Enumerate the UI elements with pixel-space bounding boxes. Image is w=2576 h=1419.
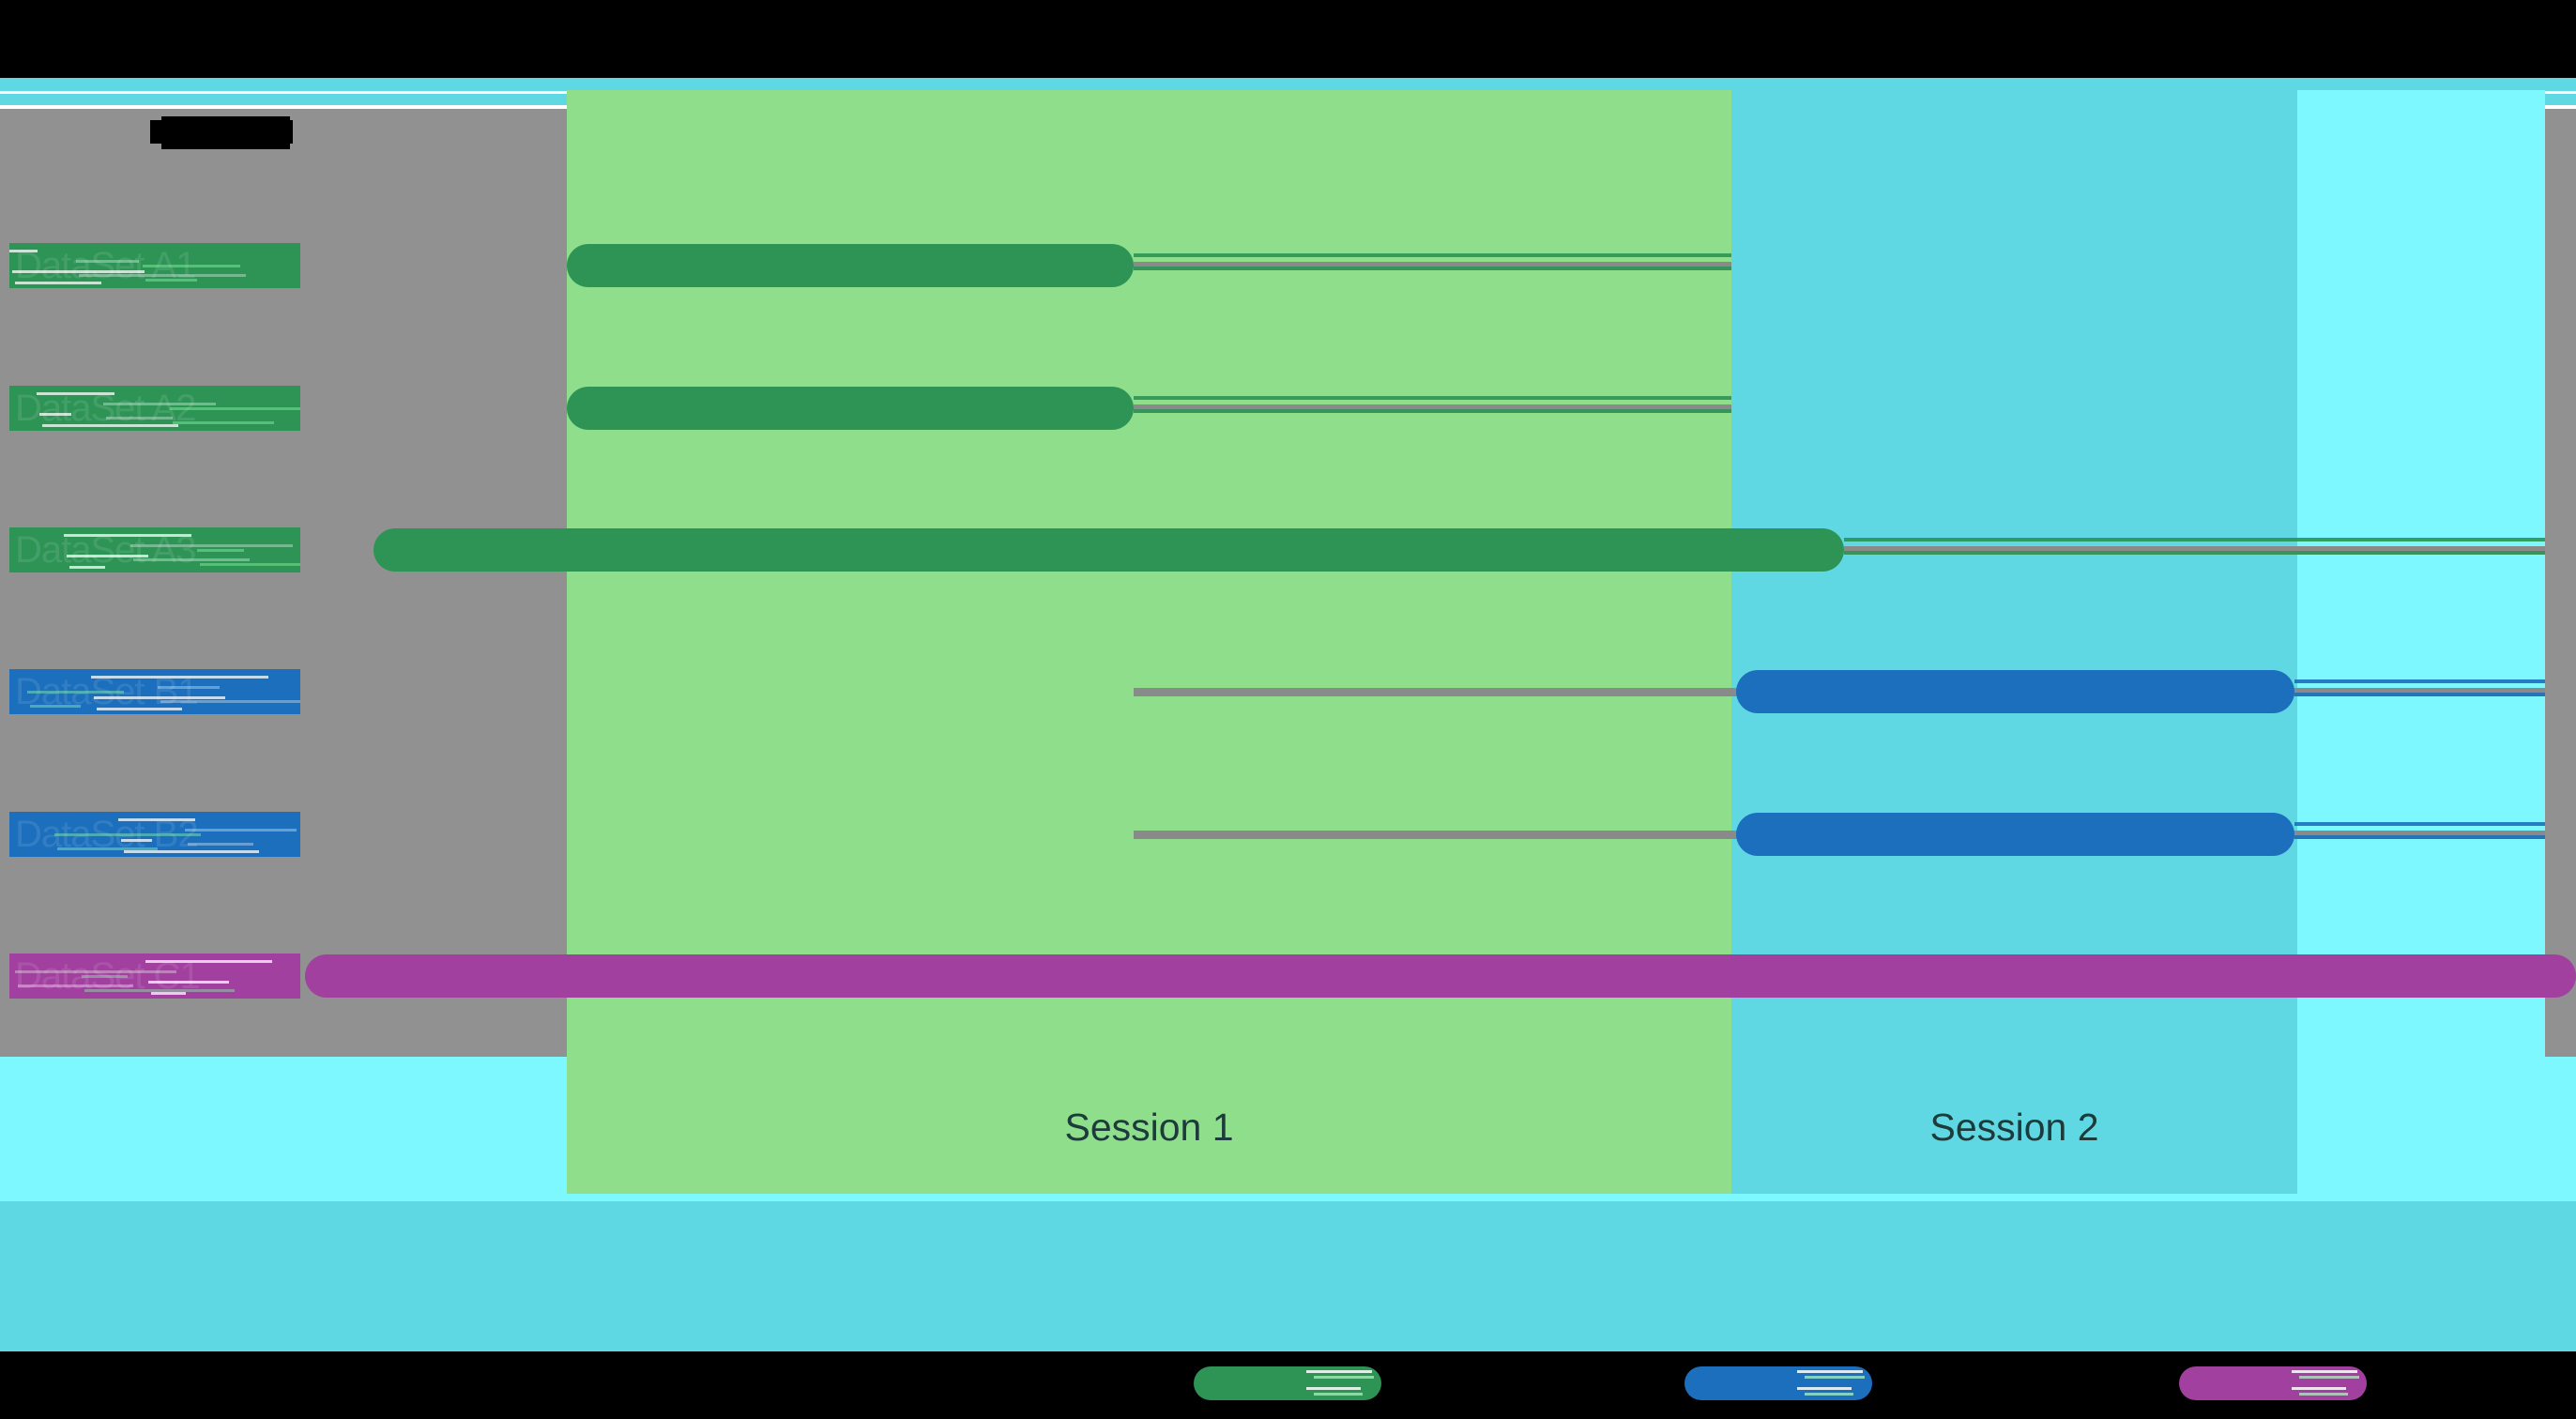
- frame-strip-top: [0, 78, 2576, 91]
- label-scanline: [158, 686, 220, 689]
- gantt-row-accent: [1134, 267, 1731, 270]
- label-scanline: [82, 975, 128, 978]
- y-axis-label-chip: DataSet B1: [9, 669, 300, 714]
- gantt-row-accent: [2294, 835, 2545, 839]
- label-scanline: [106, 417, 173, 420]
- gantt-row-line: [1134, 262, 1731, 270]
- label-scanline: [160, 700, 300, 703]
- gantt-row-accent: [1844, 538, 2545, 542]
- gantt-row-line: [1134, 404, 1731, 413]
- label-scanline: [185, 829, 297, 832]
- gantt-bar[interactable]: [305, 954, 2576, 998]
- label-scanline: [79, 274, 246, 277]
- label-scanline: [27, 691, 124, 694]
- legend-key-streak: [1797, 1370, 1863, 1373]
- gantt-row-line: [1844, 546, 2545, 555]
- label-scanline: [67, 555, 148, 557]
- gantt-row-accent: [2294, 679, 2545, 683]
- label-scanline: [9, 250, 38, 252]
- gantt-bar[interactable]: [567, 244, 1134, 287]
- label-scanline: [69, 566, 105, 569]
- session-band-label: Session 2: [1929, 1106, 2099, 1149]
- legend-key-streak: [2292, 1370, 2357, 1373]
- y-axis-label-text: DataSet A1: [15, 245, 196, 286]
- label-scanline: [133, 558, 250, 561]
- y-axis-label-chip: DataSet A1: [9, 243, 300, 288]
- gantt-row-accent: [2294, 693, 2545, 696]
- label-scanline: [97, 708, 182, 710]
- gantt-bar[interactable]: [1736, 813, 2294, 856]
- gantt-bar[interactable]: [1736, 670, 2294, 713]
- legend-key-streak: [1314, 1376, 1374, 1379]
- y-axis-label-chip: DataSet C1: [9, 954, 300, 999]
- label-scanline: [118, 818, 195, 821]
- session-band: [1731, 90, 2297, 1194]
- label-scanline: [200, 563, 300, 566]
- label-scanline: [15, 282, 101, 284]
- label-scanline: [188, 843, 253, 846]
- label-scanline: [121, 839, 152, 842]
- legend-key-streak: [2299, 1376, 2359, 1379]
- title-redaction-box-2: [150, 120, 293, 144]
- label-scanline: [145, 960, 272, 963]
- label-scanline: [30, 705, 81, 708]
- gantt-row-accent: [1134, 253, 1731, 257]
- label-scanline: [84, 989, 235, 992]
- label-scanline: [18, 984, 133, 987]
- legend-key-streak: [1805, 1393, 1853, 1396]
- label-scanline: [173, 421, 274, 424]
- gantt-row-accent: [1844, 551, 2545, 555]
- label-scanline: [15, 970, 176, 973]
- legend-key-streak: [1797, 1387, 1852, 1390]
- figure-bg-footer: [0, 1201, 2576, 1354]
- label-scanline: [57, 847, 158, 850]
- label-scanline: [39, 413, 71, 416]
- legend-key-streak: [1805, 1376, 1865, 1379]
- gantt-row-accent: [2294, 822, 2545, 826]
- label-scanline: [103, 403, 216, 405]
- label-scanline: [12, 270, 145, 273]
- y-axis-label-chip: DataSet A3: [9, 527, 300, 572]
- y-axis-label-chip: DataSet A2: [9, 386, 300, 431]
- label-scanline: [42, 424, 178, 427]
- label-scanline: [54, 833, 201, 836]
- session-band: [2297, 90, 2545, 1194]
- legend-key-streak: [2292, 1387, 2346, 1390]
- label-scanline: [124, 850, 259, 853]
- legend-key-streak: [1306, 1387, 1361, 1390]
- gantt-row-accent: [1134, 396, 1731, 400]
- gantt-bar[interactable]: [567, 387, 1134, 430]
- label-scanline: [64, 534, 191, 537]
- label-scanline: [143, 265, 240, 267]
- label-scanline: [91, 676, 268, 679]
- y-axis-label-chip: DataSet B2: [9, 812, 300, 857]
- session-band-label: Session 1: [1064, 1106, 1234, 1149]
- legend-key-streak: [1314, 1393, 1363, 1396]
- label-scanline: [94, 696, 225, 699]
- label-scanline: [197, 549, 244, 552]
- label-scanline: [148, 981, 229, 984]
- legend-key-streak: [1306, 1370, 1372, 1373]
- label-scanline: [130, 544, 293, 547]
- gantt-row-accent: [1134, 409, 1731, 413]
- legend-key-streak: [2299, 1393, 2348, 1396]
- label-scanline: [76, 260, 139, 263]
- label-scanline: [170, 407, 300, 410]
- legend: [0, 1351, 2576, 1419]
- label-scanline: [37, 392, 114, 395]
- gantt-bar[interactable]: [373, 528, 1844, 572]
- label-scanline: [151, 992, 186, 995]
- label-scanline: [145, 279, 197, 282]
